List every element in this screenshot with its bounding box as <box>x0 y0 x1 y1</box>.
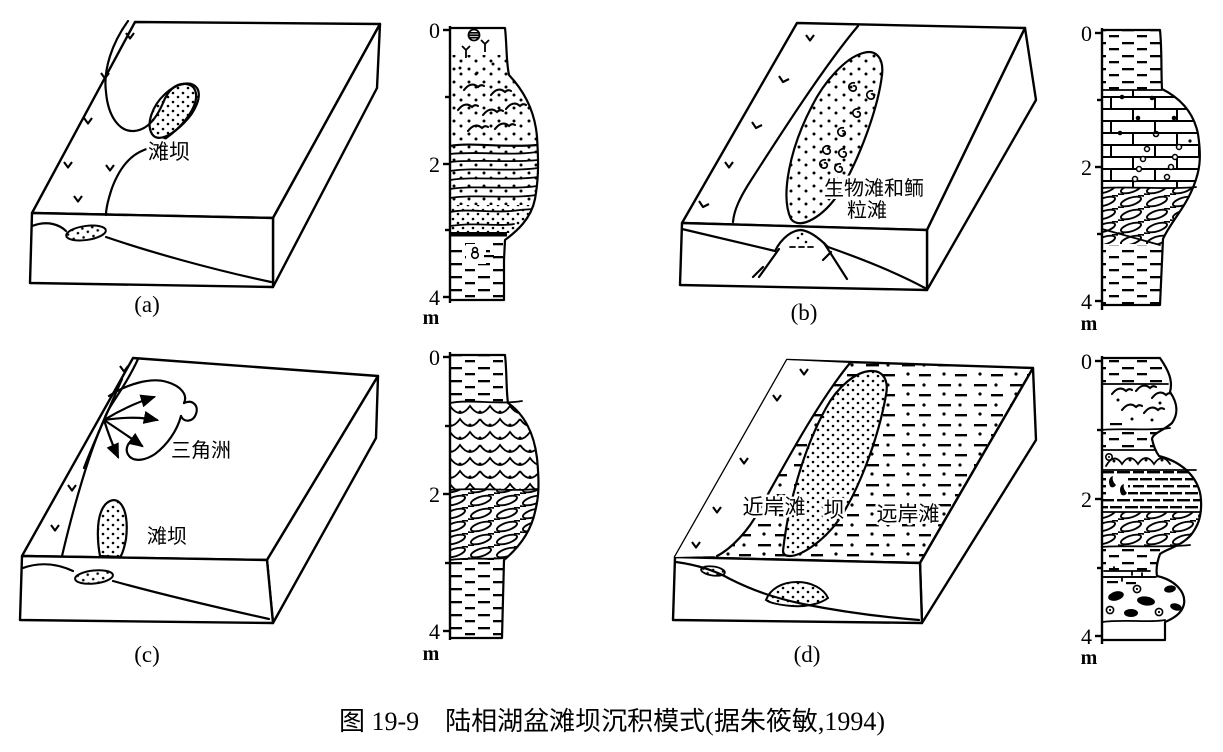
bar-lobe-dots <box>783 370 887 556</box>
front-face-mound <box>680 227 927 290</box>
bioclastic-label-line1: 生物滩和鲕 <box>824 177 924 200</box>
panel-d-strat-column: 0 2 4 m <box>1081 349 1203 669</box>
beach-bar-lobe <box>148 82 200 139</box>
buried-bar-lens <box>65 224 107 242</box>
panel-c-letter: (c) <box>134 642 160 667</box>
block-front-face <box>678 221 929 292</box>
shoreline-curve <box>715 361 852 558</box>
algal-strings <box>1131 143 1183 183</box>
panel-c: 三角洲 滩坝 (c) <box>18 345 540 667</box>
panel-c-strat-column: 0 2 4 m <box>423 345 540 665</box>
beach-bar-lobe <box>96 499 128 559</box>
panel-d-block-diagram: 近岸滩 坝 远岸滩 <box>671 358 1038 625</box>
depth-axis: 0 2 4 m <box>423 345 452 665</box>
column-a-outline <box>448 26 540 302</box>
tick-label-2: 2 <box>1081 155 1092 180</box>
unit-label: m <box>1081 313 1098 335</box>
fault-line-left <box>751 247 781 279</box>
panel-c-block-diagram: 三角洲 滩坝 <box>18 356 380 625</box>
depth-axis: 0 2 4 m <box>1081 21 1104 335</box>
depth-axis: 0 2 4 m <box>423 18 452 329</box>
column-a-fill <box>450 28 539 300</box>
column-b-fill <box>1102 30 1200 305</box>
unit-label: m <box>423 307 440 329</box>
tick-label-0: 0 <box>1081 349 1092 374</box>
beach-bar-label: 滩坝 <box>148 141 190 164</box>
unit-label: m <box>1081 647 1098 669</box>
buried-bar-lens-large <box>764 580 830 608</box>
fault-line-right <box>821 241 849 281</box>
bioclastic-label-line2: 粒滩 <box>847 199 887 222</box>
tick-label-0: 0 <box>429 345 440 370</box>
beach-bar-label: 滩坝 <box>147 525 187 548</box>
column-c-fill <box>450 355 539 638</box>
depth-axis: 0 2 4 m <box>1081 349 1104 669</box>
tick-label-4: 4 <box>1081 289 1092 314</box>
panel-b-strat-column: 0 2 4 m <box>1081 21 1201 335</box>
tick-label-4: 4 <box>429 619 440 644</box>
tick-label-2: 2 <box>429 152 440 177</box>
panel-b: 生物滩和鲕 粒滩 (b) <box>678 21 1201 335</box>
offshore-beach-label: 远岸滩 <box>877 503 940 526</box>
block-front-face <box>28 211 275 289</box>
tick-label-0: 0 <box>1081 21 1092 46</box>
nearshore-beach-label: 近岸滩 <box>743 496 806 519</box>
panel-a: 滩坝 (a) <box>28 18 540 329</box>
buried-bar-lens <box>74 569 114 585</box>
tick-label-4: 4 <box>429 285 440 310</box>
shoreline-curve <box>731 24 860 224</box>
front-face-profile <box>674 560 921 622</box>
panel-b-block-diagram: 生物滩和鲕 粒滩 <box>678 21 1038 292</box>
bar-label: 坝 <box>824 499 845 522</box>
conglomerate-clasts <box>1105 581 1182 617</box>
tick-label-0: 0 <box>429 18 440 43</box>
tick-label-2: 2 <box>1081 487 1092 512</box>
panel-a-letter: (a) <box>134 292 160 317</box>
unit-label: m <box>423 643 440 665</box>
bioclastic-lobe <box>785 51 884 225</box>
column-d-fill <box>1102 358 1202 617</box>
panel-b-letter: (b) <box>791 300 818 325</box>
front-face-profile <box>30 222 273 284</box>
delta-label: 三角洲 <box>171 439 231 462</box>
column-c-outline <box>448 353 540 640</box>
panel-a-block-diagram: 滩坝 <box>28 19 382 289</box>
column-d-outline <box>1100 356 1203 642</box>
front-face-profile <box>21 563 271 621</box>
panel-d: 近岸滩 坝 远岸滩 (d) <box>671 349 1203 669</box>
tick-label-4: 4 <box>1081 624 1092 649</box>
delta-distributaries <box>82 377 198 470</box>
figure-caption: 图 19-9 陆相湖盆滩坝沉积模式(据朱筱敏,1994) <box>339 707 885 736</box>
tick-label-2: 2 <box>429 482 440 507</box>
panel-d-letter: (d) <box>794 642 821 667</box>
column-b-outline <box>1100 28 1201 307</box>
panel-a-strat-column: 0 2 4 m <box>423 18 540 329</box>
